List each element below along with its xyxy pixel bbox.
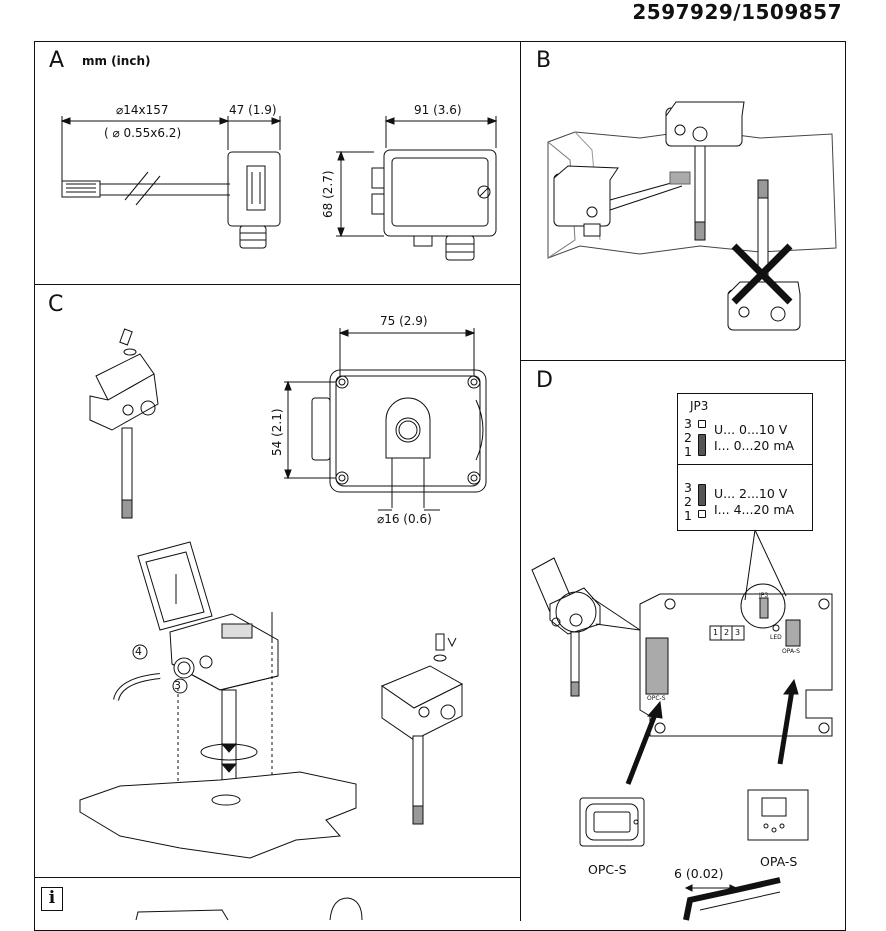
board-led-label: LED <box>770 634 782 641</box>
document-number: 2597929/1509857 <box>632 0 842 24</box>
strip-dim: 6 (0.02) <box>674 866 724 881</box>
dim-depth: 47 (1.9) <box>229 103 277 117</box>
step-3-label: 3 <box>174 679 181 692</box>
voltage-line-u: U... 0...10 V <box>714 422 788 437</box>
board-terminal-3: 3 <box>735 628 741 637</box>
divider-b-d <box>520 360 846 362</box>
dim-width: 91 (3.6) <box>414 103 462 117</box>
board-opc-label: OPC-S <box>647 695 666 702</box>
board-jp3-label: JP3 <box>759 592 769 599</box>
units-label: mm (inch) <box>82 54 151 68</box>
pin-label-1b: 1 <box>684 508 692 523</box>
pin-label-3: 3 <box>684 416 692 431</box>
jumper-pin-b <box>698 510 706 518</box>
dim-length-inch: ( ⌀ 0.55x6.2) <box>104 126 182 140</box>
panel-b-letter: B <box>536 48 552 73</box>
current-line-u: U... 2...10 V <box>714 486 788 501</box>
dim-c-hole: ⌀16 (0.6) <box>377 512 432 526</box>
dim-length: ⌀14x157 <box>116 103 169 117</box>
pin-label-1: 1 <box>684 444 692 459</box>
panel-a-letter: A <box>49 48 65 73</box>
opa-caption: OPA-S <box>760 854 798 869</box>
jumper-title: JP3 <box>690 399 709 413</box>
voltage-line-i: I... 0...20 mA <box>714 438 795 453</box>
divider-center <box>520 41 522 921</box>
panel-c-letter: C <box>48 292 64 317</box>
step-4-label: 4 <box>135 645 142 658</box>
opc-caption: OPC-S <box>588 862 627 877</box>
pin-label-2b: 2 <box>684 494 692 509</box>
jumper-divider <box>678 464 812 465</box>
jumper-pin-bridged-b <box>698 484 706 506</box>
jumper-pin-bridged <box>698 434 706 456</box>
panel-d-letter: D <box>536 368 553 393</box>
pin-label-2: 2 <box>684 430 692 445</box>
divider-c-info <box>34 877 521 879</box>
info-icon: i <box>41 887 63 911</box>
board-terminal-1: 1 <box>713 628 719 637</box>
dim-c-width: 75 (2.9) <box>380 314 428 328</box>
current-line-i: I... 4...20 mA <box>714 502 795 517</box>
jumper-pin <box>698 420 706 428</box>
pin-label-3b: 3 <box>684 480 692 495</box>
divider-a-c <box>34 284 521 286</box>
board-terminal-2: 2 <box>724 628 730 637</box>
board-opa-label: OPA-S <box>782 648 800 655</box>
jumper-box: JP3 3 2 1 U... 0...10 V I... 0...20 mA 3… <box>677 393 813 531</box>
